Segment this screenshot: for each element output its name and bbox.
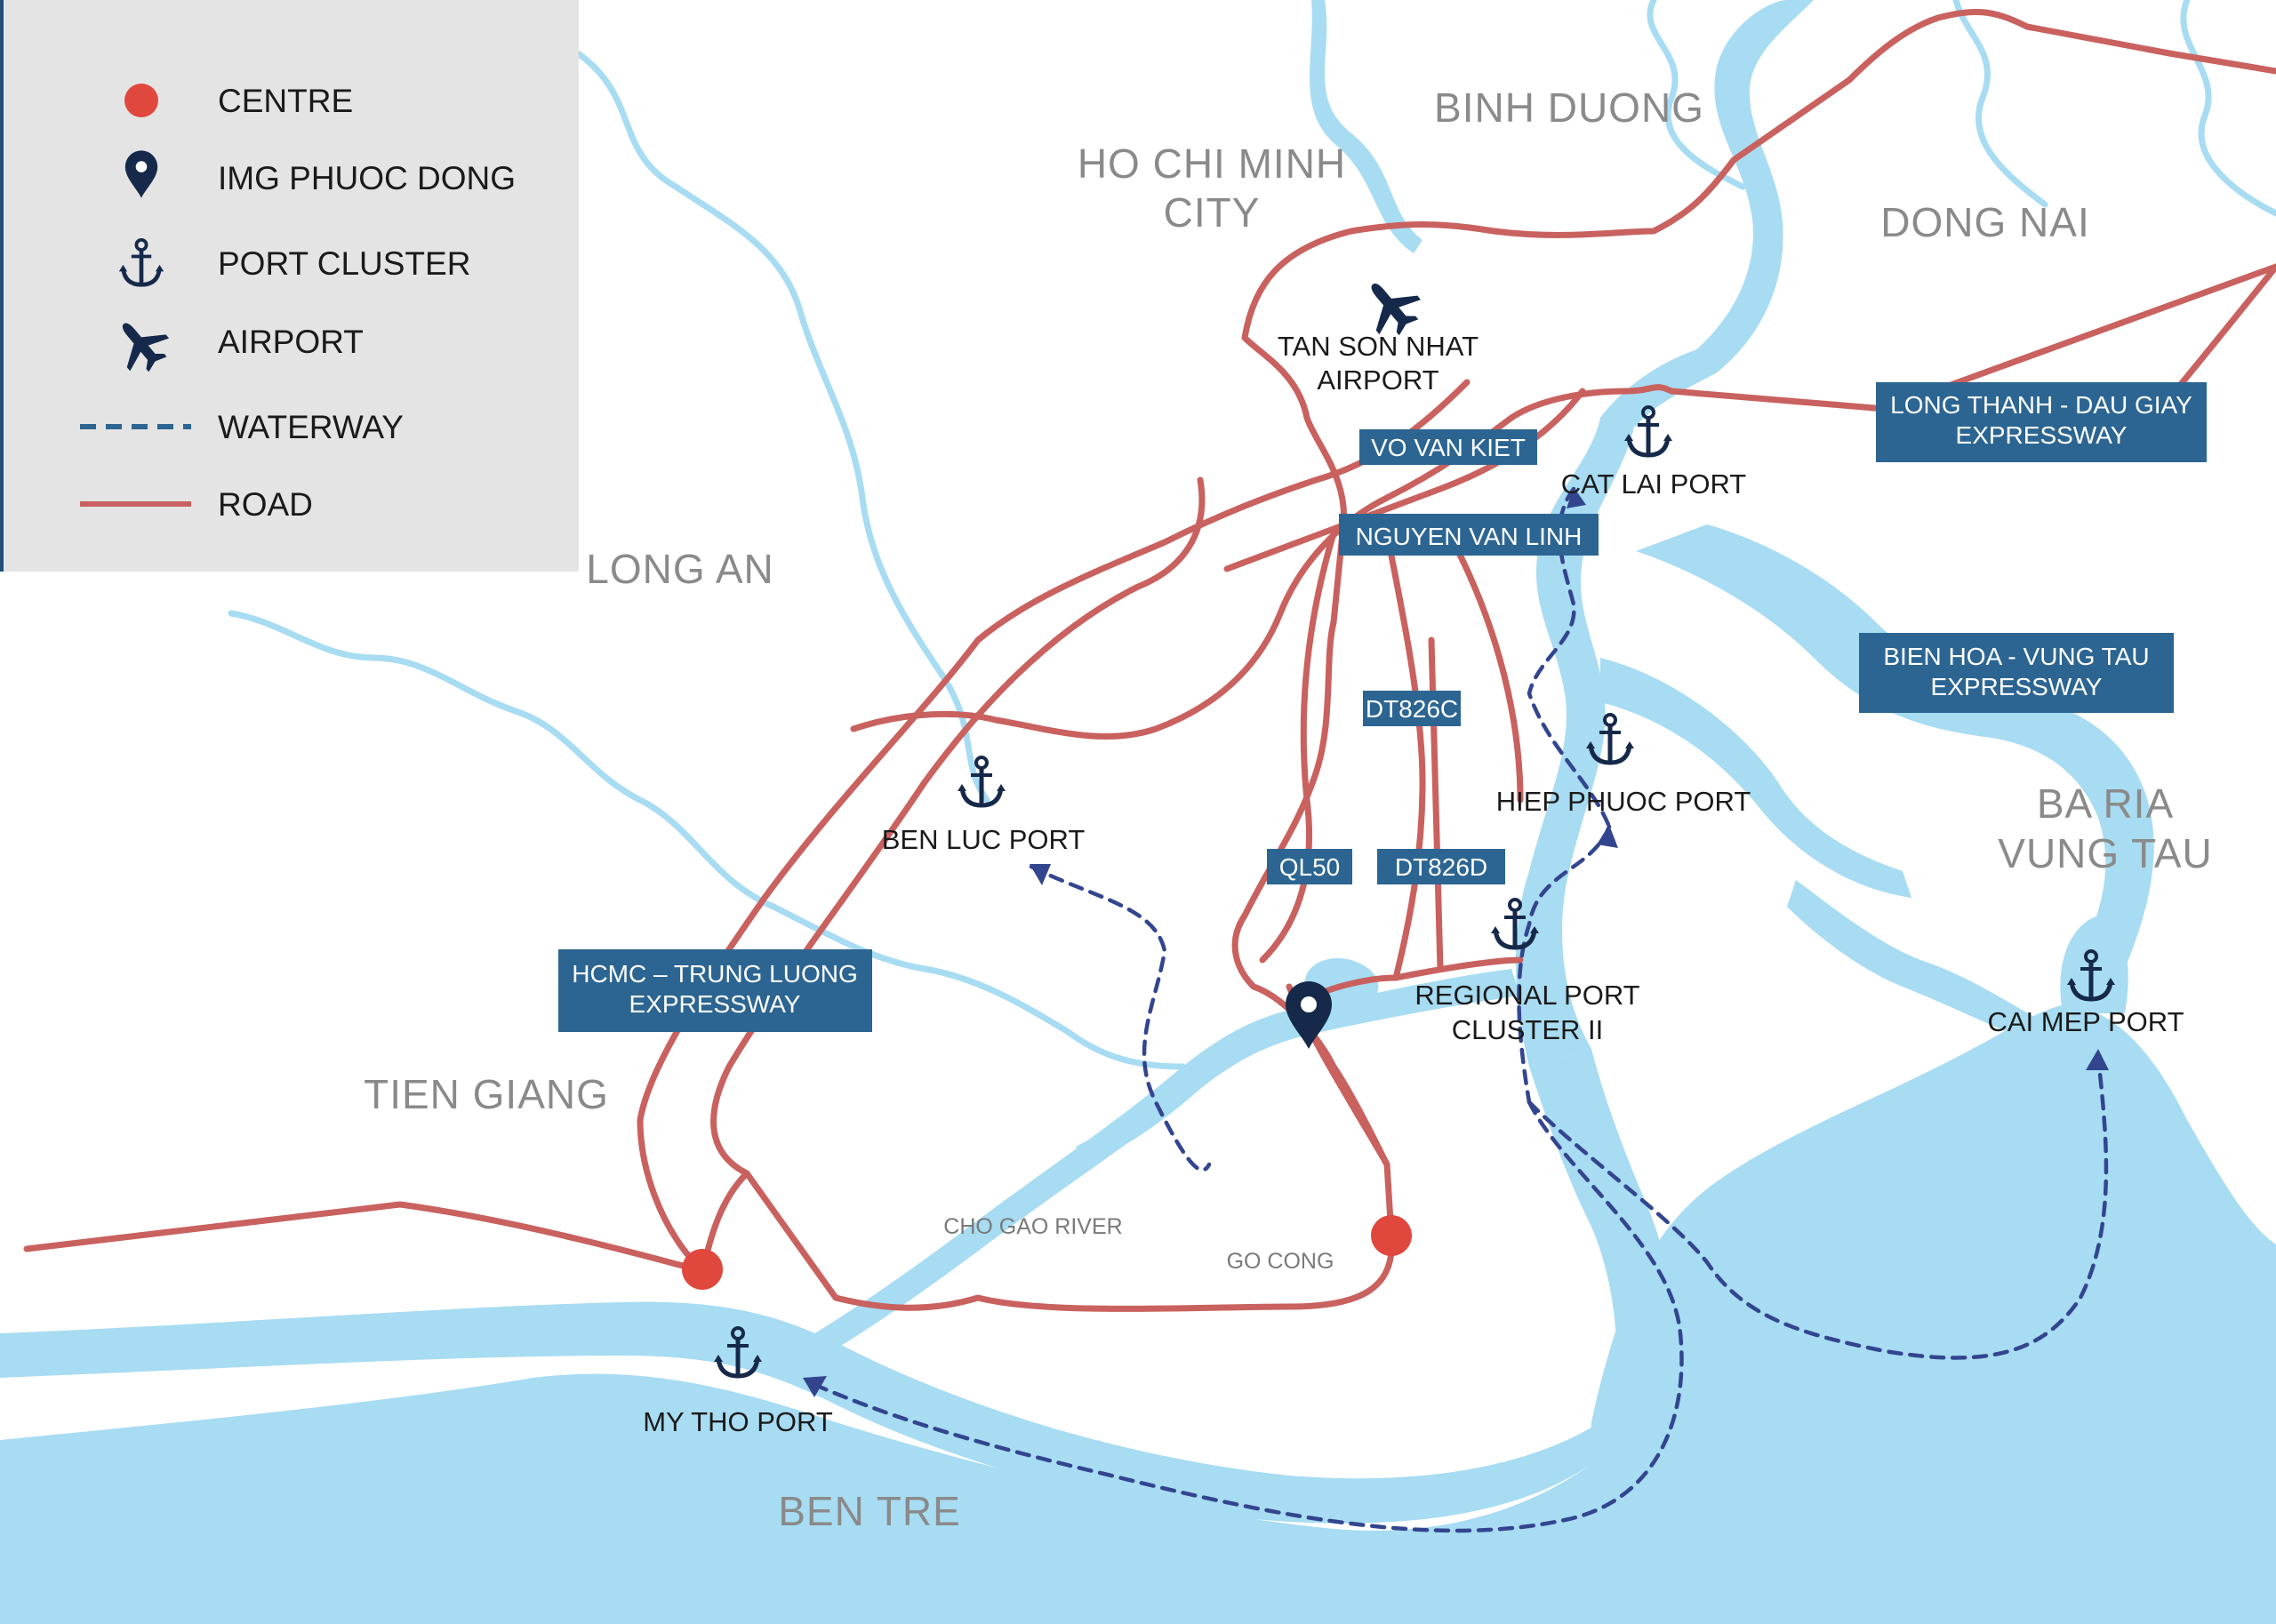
port-label-regional: REGIONAL PORT xyxy=(1414,980,1639,1011)
svg-text:PORT CLUSTER: PORT CLUSTER xyxy=(218,245,470,282)
region-label: TIEN GIANG xyxy=(364,1071,609,1117)
road-label-bien-hoa[interactable]: BIEN HOA - VUNG TAU EXPRESSWAY xyxy=(1859,633,2174,713)
road-label-hcmc-trung-luong[interactable]: HCMC – TRUNG LUONG EXPRESSWAY xyxy=(558,949,872,1032)
centre-markers xyxy=(682,1215,1412,1290)
svg-text:EXPRESSWAY: EXPRESSWAY xyxy=(1956,421,2128,449)
legend: CENTRE IMG PHUOC DONG PORT CLUSTER AIRPO… xyxy=(0,0,579,572)
svg-text:ROAD: ROAD xyxy=(218,486,313,523)
svg-text:IMG PHUOC DONG: IMG PHUOC DONG xyxy=(218,160,516,196)
river-label-cho-gao: CHO GAO RIVER xyxy=(943,1214,1122,1239)
port-label-cai-mep: CAI MEP PORT xyxy=(1987,1006,2184,1037)
road-label-long-thanh[interactable]: LONG THANH - DAU GIAY EXPRESSWAY xyxy=(1876,382,2207,462)
centre-marker-tien-giang[interactable] xyxy=(682,1249,723,1290)
svg-text:WATERWAY: WATERWAY xyxy=(218,409,404,445)
legend-panel xyxy=(0,0,579,572)
anchor-icon[interactable] xyxy=(958,757,1006,805)
airport-label: TAN SON NHAT xyxy=(1278,331,1479,362)
svg-text:HCMC – TRUNG LUONG: HCMC – TRUNG LUONG xyxy=(572,960,858,988)
port-label-cat-lai: CAT LAI PORT xyxy=(1561,468,1747,500)
legend-item-img: IMG PHUOC DONG xyxy=(124,150,516,198)
region-label: BEN TRE xyxy=(778,1488,961,1534)
svg-text:VO VAN KIET: VO VAN KIET xyxy=(1371,434,1526,461)
port-label-regional: CLUSTER II xyxy=(1452,1014,1604,1045)
port-label-hiep-phuoc: HIEP PHUOC PORT xyxy=(1496,786,1751,817)
port-label-ben-luc: BEN LUC PORT xyxy=(882,824,1086,855)
svg-text:CENTRE: CENTRE xyxy=(218,83,353,119)
region-label: VUNG TAU xyxy=(1998,830,2212,876)
region-label: DONG NAI xyxy=(1880,199,2089,245)
svg-text:EXPRESSWAY: EXPRESSWAY xyxy=(1931,673,2103,700)
region-label: BA RIA xyxy=(2037,780,2174,827)
svg-text:NGUYEN VAN LINH: NGUYEN VAN LINH xyxy=(1356,523,1583,550)
region-label: BINH DUONG xyxy=(1434,84,1704,131)
legend-item-centre: CENTRE xyxy=(124,83,353,119)
road-label-vo-van-kiet[interactable]: VO VAN KIET xyxy=(1359,429,1537,465)
svg-text:BIEN HOA - VUNG TAU: BIEN HOA - VUNG TAU xyxy=(1883,643,2149,670)
road-label-dt826c[interactable]: DT826C xyxy=(1363,691,1461,726)
road-label-boxes: VO VAN KIET NGUYEN VAN LINH DT826C DT826… xyxy=(558,382,2207,1032)
svg-text:QL50: QL50 xyxy=(1279,853,1341,881)
region-label: CITY xyxy=(1164,189,1261,236)
svg-text:DT826D: DT826D xyxy=(1395,853,1487,881)
road-label-ql50[interactable]: QL50 xyxy=(1267,849,1352,884)
region-label: LONG AN xyxy=(586,546,774,592)
waterway-routes xyxy=(806,486,2109,1533)
legend-item-port: PORT CLUSTER xyxy=(119,240,470,284)
place-labels: TAN SON NHAT AIRPORT CAT LAI PORT HIEP P… xyxy=(643,331,2184,1437)
road-label-dt826d[interactable]: DT826D xyxy=(1377,849,1505,884)
road-label-nguyen-van-linh[interactable]: NGUYEN VAN LINH xyxy=(1339,514,1599,556)
waterway-arrows xyxy=(803,487,2109,1397)
svg-text:AIRPORT: AIRPORT xyxy=(218,324,364,360)
centre-marker-go-cong[interactable] xyxy=(1371,1215,1412,1256)
region-label: HO CHI MINH xyxy=(1078,140,1346,187)
legend-item-road: ROAD xyxy=(80,486,313,523)
red-dot-icon xyxy=(124,84,158,117)
road-network xyxy=(23,9,2276,1312)
svg-text:DT826C: DT826C xyxy=(1366,695,1458,723)
airport-label: AIRPORT xyxy=(1317,364,1439,396)
svg-text:EXPRESSWAY: EXPRESSWAY xyxy=(629,990,801,1018)
legend-item-airport: AIRPORT xyxy=(112,316,364,374)
legend-item-waterway: WATERWAY xyxy=(80,409,404,445)
place-label-go-cong: GO CONG xyxy=(1227,1249,1334,1274)
port-label-my-tho: MY THO PORT xyxy=(643,1406,833,1437)
svg-text:LONG THANH - DAU GIAY: LONG THANH - DAU GIAY xyxy=(1890,391,2192,419)
thin-rivers xyxy=(228,0,2276,1070)
region-labels: HO CHI MINH CITY BINH DUONG DONG NAI LON… xyxy=(364,84,2212,1534)
